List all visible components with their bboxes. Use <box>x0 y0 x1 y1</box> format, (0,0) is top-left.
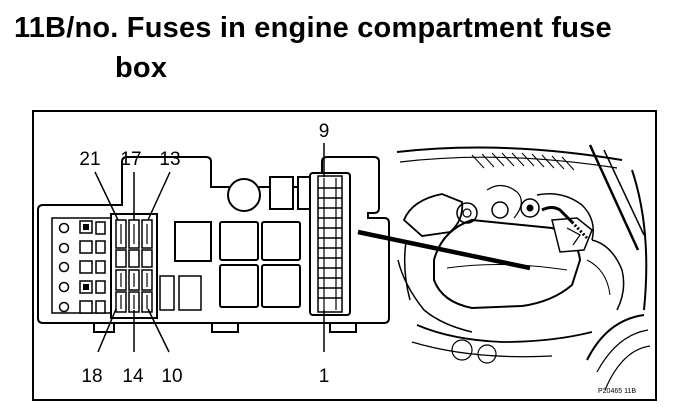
callout-1: 1 <box>319 366 330 387</box>
engine-compartment-illustration <box>396 144 651 391</box>
relay <box>174 221 212 262</box>
callout-10: 10 <box>161 366 182 387</box>
fuse-box-diagram: 9 21 17 13 18 14 10 1 <box>32 110 657 401</box>
callout-13: 13 <box>159 149 180 170</box>
callout-9: 9 <box>319 121 330 142</box>
relay <box>269 176 294 210</box>
location-pointer <box>357 229 531 271</box>
callout-17: 17 <box>120 149 141 170</box>
connector-terminals <box>58 220 106 314</box>
page-title-line-2: box <box>115 52 168 84</box>
callout-18: 18 <box>81 366 102 387</box>
mini-fuse-block <box>110 213 158 319</box>
relay-grid <box>219 221 301 308</box>
callout-14: 14 <box>122 366 144 387</box>
maxi-fuses <box>159 275 202 311</box>
page-title-line-1: 11B/no. Fuses in engine compartment fuse <box>14 12 612 44</box>
callout-21: 21 <box>79 149 100 170</box>
callout-leaders <box>94 143 325 353</box>
diagram-frame <box>32 110 657 401</box>
fuse-strip <box>309 172 351 316</box>
round-relay <box>227 178 261 212</box>
figure-code: P20465 11B <box>598 388 636 395</box>
